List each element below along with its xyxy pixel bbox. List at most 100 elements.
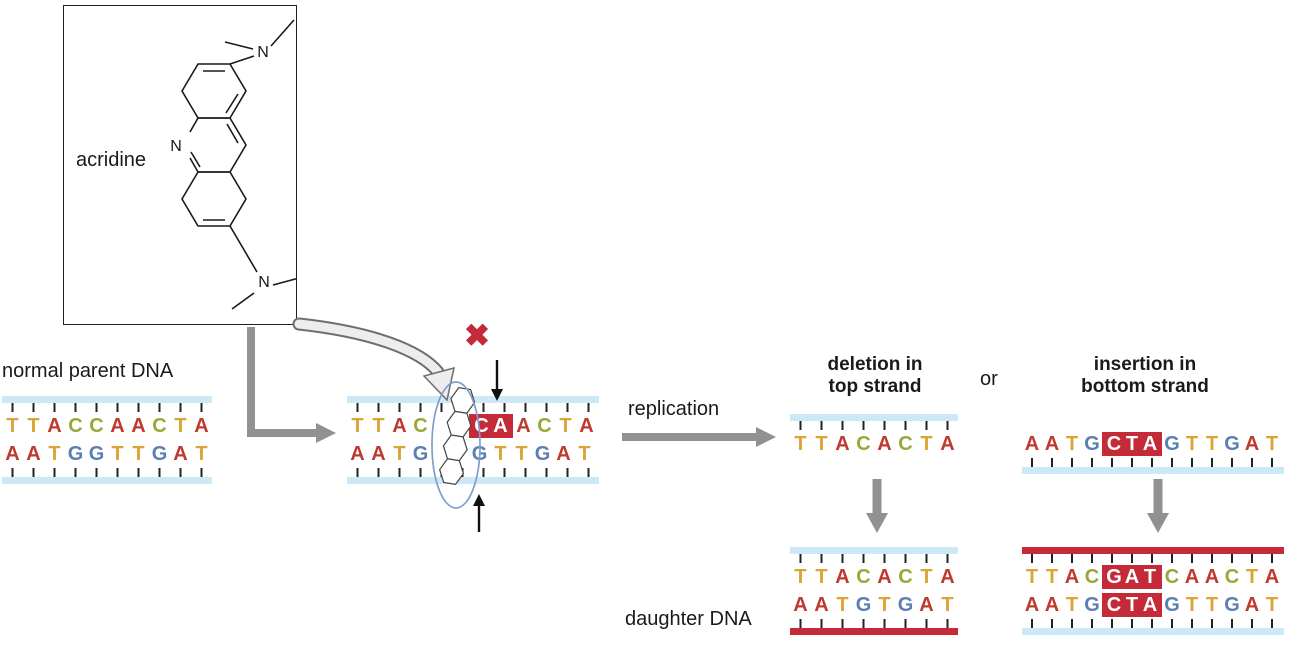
ticks: [2, 468, 212, 477]
nucleotide-A: A: [371, 443, 386, 465]
nucleotide-A: A: [877, 566, 892, 588]
nucleotide-A: A: [940, 433, 955, 455]
ticks: [1022, 554, 1284, 563]
nucleotide-T: T: [578, 443, 591, 465]
nitrogen-label: N: [258, 274, 270, 291]
nucleotide-T: T: [132, 443, 145, 465]
nucleotide-T: T: [815, 566, 828, 588]
nucleotide-A: A: [1204, 566, 1220, 588]
nucleotide-T: T: [941, 594, 954, 616]
nucleotide-G: G: [1224, 433, 1240, 455]
nucleotide-G: G: [1084, 433, 1100, 455]
nucleotide-C: C: [1106, 594, 1122, 616]
blocked-replication-x-icon: ✖: [464, 318, 490, 353]
nucleotide-A: A: [1184, 566, 1200, 588]
nucleotide-G: G: [1084, 594, 1100, 616]
or-label: or: [980, 368, 998, 390]
acridine-label: acridine: [76, 149, 147, 171]
nucleotide-G: G: [88, 443, 105, 465]
double-bond: [190, 151, 201, 168]
nucleotide-T: T: [1245, 566, 1259, 588]
daughter-dna-label: daughter DNA: [625, 608, 752, 630]
nucleotide-G: G: [897, 594, 914, 616]
nucleotide-G: G: [1106, 566, 1122, 588]
bond: [229, 55, 255, 65]
nucleotide-A: A: [173, 443, 188, 465]
normal-parent-dna-label: normal parent DNA: [2, 360, 174, 382]
backbone-top-new: [1022, 547, 1284, 554]
nucleotide-T: T: [494, 443, 507, 465]
nucleotide-A: A: [493, 415, 508, 437]
methyl-bond: [272, 277, 296, 286]
nucleotide-A: A: [1024, 594, 1040, 616]
dimethylamino-top: N: [224, 19, 295, 65]
nucleotide-T: T: [836, 594, 849, 616]
nucleotide-A: A: [1064, 566, 1080, 588]
backbone-bottom-new: [790, 628, 958, 635]
nucleotide-T: T: [920, 433, 933, 455]
insertion-title-line1: insertion in: [1093, 354, 1197, 375]
nucleotide-A: A: [1264, 566, 1280, 588]
nucleotide-T: T: [1065, 594, 1079, 616]
double-bond: [226, 123, 239, 144]
nucleotide-T: T: [1185, 594, 1199, 616]
ring-nitrogen-label: N: [170, 138, 182, 155]
nucleotide-A: A: [194, 415, 209, 437]
nucleotide-T: T: [1045, 566, 1059, 588]
dimethylamino-bottom: N: [229, 225, 296, 310]
nucleotide-C: C: [89, 415, 104, 437]
nucleotide-A: A: [1142, 433, 1158, 455]
nucleotide-T: T: [27, 415, 40, 437]
nucleotide-T: T: [48, 443, 61, 465]
nucleotide-T: T: [1265, 433, 1279, 455]
nucleotide-T: T: [878, 594, 891, 616]
acridine-gap: [431, 426, 469, 427]
nucleotide-T: T: [1143, 566, 1157, 588]
nucleotide-T: T: [174, 415, 187, 437]
nucleotide-G: G: [534, 443, 551, 465]
nucleotide-A: A: [1244, 594, 1260, 616]
insertion-down-arrow: [1147, 479, 1169, 533]
acridine-rings: N: [170, 63, 247, 227]
nucleotide-T: T: [1205, 433, 1219, 455]
nucleotide-G: G: [1224, 594, 1240, 616]
nucleotide-A: A: [1244, 433, 1260, 455]
nucleotide-A: A: [579, 415, 594, 437]
nucleotide-T: T: [815, 433, 828, 455]
nucleotide-G: G: [412, 443, 429, 465]
nucleotide-T: T: [6, 415, 19, 437]
nucleotide-T: T: [1025, 566, 1039, 588]
backbone-bottom: [2, 477, 212, 484]
nucleotide-T: T: [393, 443, 406, 465]
nucleotide-T: T: [1065, 433, 1079, 455]
nucleotide-A: A: [919, 594, 934, 616]
nucleotide-A: A: [835, 566, 850, 588]
nucleotide-A: A: [5, 443, 20, 465]
acridine-gap: [431, 454, 469, 455]
nucleotide-A: A: [1024, 433, 1040, 455]
backbone-bottom: [1022, 467, 1284, 474]
nucleotide-G: G: [151, 443, 168, 465]
insertion-site-down-arrow: [491, 360, 503, 401]
nucleotide-A: A: [877, 433, 892, 455]
backbone-top: [790, 414, 958, 421]
nucleotide-A: A: [1124, 566, 1140, 588]
ticks: [790, 554, 958, 563]
deletion-title-line1: deletion in: [827, 354, 923, 375]
nucleotide-T: T: [1125, 594, 1139, 616]
